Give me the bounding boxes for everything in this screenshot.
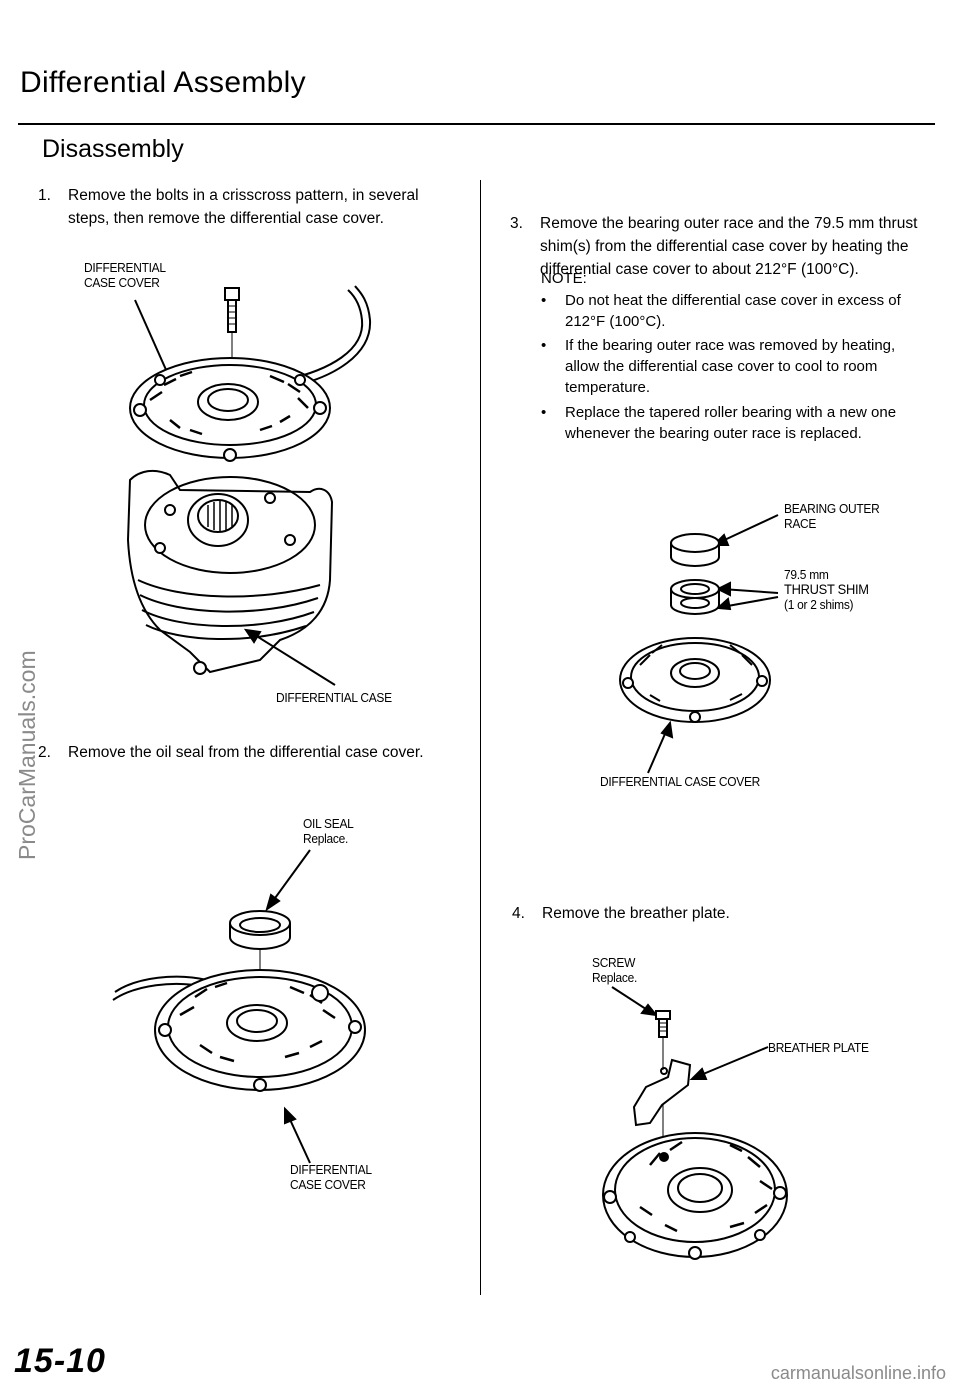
label-diff-case-cover-2: DIFFERENTIAL CASE COVER: [290, 1162, 372, 1192]
label-thrust-shim: 79.5 mm THRUST SHIM (1 or 2 shims): [784, 567, 869, 612]
page-number: 15-10: [14, 1342, 106, 1380]
label-line: DIFFERENTIAL: [290, 1162, 372, 1177]
label-line: RACE: [784, 516, 817, 531]
step-4: 4. Remove the breather plate.: [512, 902, 912, 925]
watermark-side: ProCarManuals.com: [14, 650, 40, 860]
label-line: Replace.: [303, 831, 349, 846]
figure-bearing-race-removal: [619, 514, 779, 774]
step-1-number: 1.: [38, 187, 51, 204]
label-line: THRUST SHIM: [784, 581, 869, 597]
section-subtitle: Disassembly: [42, 135, 184, 163]
label-line: (1 or 2 shims): [784, 597, 854, 612]
label-line: SCREW: [592, 955, 636, 970]
figure-case-cover-removal: [126, 285, 372, 686]
figure-breather-plate-removal: [602, 986, 788, 1260]
step-2-number: 2.: [38, 744, 51, 761]
step-4-number: 4.: [512, 905, 525, 922]
step-1-text: Remove the bolts in a crisscross pattern…: [68, 187, 419, 227]
note-bullet-2: • If the bearing outer race was removed …: [541, 335, 919, 398]
note-bullet-text: Replace the tapered roller bearing with …: [565, 404, 897, 442]
label-oil-seal: OIL SEAL Replace.: [303, 816, 354, 846]
label-line: OIL SEAL: [303, 816, 354, 831]
step-3: 3. Remove the bearing outer race and the…: [510, 212, 920, 281]
page-title: Differential Assembly: [20, 66, 306, 99]
label-screw: SCREW Replace.: [592, 955, 637, 985]
step-2: 2. Remove the oil seal from the differen…: [38, 741, 458, 764]
step-3-number: 3.: [510, 215, 523, 232]
label-breather-plate: BREATHER PLATE: [768, 1040, 869, 1055]
note-bullet-text: Do not heat the differential case cover …: [565, 292, 901, 330]
label-diff-case-cover-3: DIFFERENTIAL CASE COVER: [600, 774, 761, 789]
note-bullet-3: • Replace the tapered roller bearing wit…: [541, 402, 919, 444]
step-2-text: Remove the oil seal from the differentia…: [68, 744, 424, 761]
label-line: DIFFERENTIAL: [84, 260, 166, 275]
bullet-dot: •: [541, 337, 547, 354]
label-diff-case-cover-1: DIFFERENTIAL CASE COVER: [84, 260, 166, 290]
label-line: Replace.: [592, 970, 638, 985]
step-3-text: Remove the bearing outer race and the 79…: [540, 215, 918, 278]
bullet-dot: •: [541, 292, 547, 309]
column-divider: [480, 180, 481, 1295]
title-rule: [18, 123, 935, 125]
label-diff-case: DIFFERENTIAL CASE: [276, 690, 392, 705]
figure-oil-seal-removal: [112, 849, 366, 1164]
label-line: BEARING OUTER: [784, 501, 880, 516]
note-bullet-1: • Do not heat the differential case cove…: [541, 290, 919, 332]
note-heading: NOTE:: [541, 270, 587, 287]
watermark-bottom: carmanualsonline.info: [770, 1363, 946, 1383]
step-4-text: Remove the breather plate.: [542, 905, 730, 922]
label-line: CASE COVER: [290, 1177, 366, 1192]
label-line: CASE COVER: [84, 275, 160, 290]
label-line: 79.5 mm: [784, 567, 829, 582]
label-bearing-outer-race: BEARING OUTER RACE: [784, 501, 880, 531]
note-bullet-text: If the bearing outer race was removed by…: [565, 337, 896, 396]
bullet-dot: •: [541, 404, 547, 421]
step-1: 1. Remove the bolts in a crisscross patt…: [38, 184, 450, 230]
